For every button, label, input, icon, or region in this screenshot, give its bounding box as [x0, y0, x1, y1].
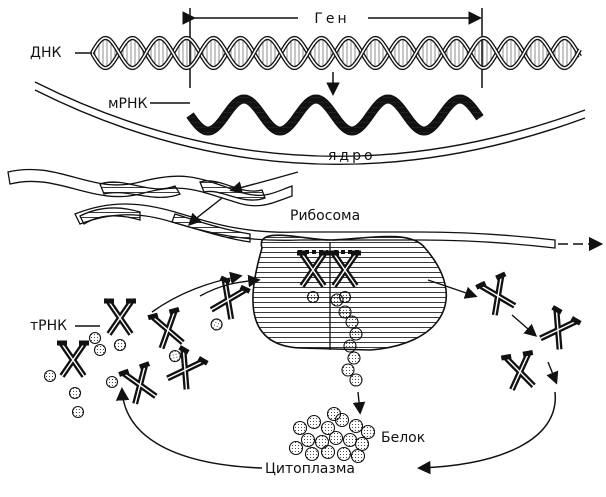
protein-cluster — [288, 406, 376, 464]
protein-label: Белок — [381, 430, 425, 446]
free-amino-acid — [68, 386, 82, 400]
mrna-export-arrow-1 — [229, 171, 299, 194]
chain-amino-acid — [349, 327, 363, 341]
protein-amino-acid — [320, 444, 336, 460]
gene-bracket — [182, 8, 483, 88]
protein-amino-acid — [336, 446, 352, 462]
protein-amino-acid — [348, 418, 364, 434]
trna-out-arrow-2 — [511, 314, 538, 337]
cytoplasm-label: Цитоплазма — [265, 461, 355, 477]
protein-amino-acid — [288, 440, 304, 456]
protein-amino-acid — [300, 432, 316, 448]
nucleus-label: ядро — [328, 148, 376, 164]
protein-amino-acid — [328, 430, 344, 446]
trna-molecule — [166, 345, 209, 390]
trna-in-arrow-2 — [199, 274, 261, 297]
protein-amino-acid — [342, 432, 358, 448]
polypeptide-chain — [330, 293, 363, 387]
chain-amino-acid — [347, 351, 361, 365]
protein-amino-acid — [306, 414, 322, 430]
trna-molecule — [118, 361, 158, 405]
trna-out-arrow — [427, 279, 478, 299]
chain-amino-acid — [338, 305, 352, 319]
chain-amino-acid — [345, 315, 359, 329]
dna-helix — [90, 35, 582, 71]
protein-arrow — [352, 391, 366, 415]
amino-acid — [113, 338, 127, 352]
trna-molecule — [57, 340, 89, 378]
trna-pool-right — [475, 271, 582, 391]
free-amino-acid — [43, 369, 57, 383]
free-amino-acid — [105, 375, 119, 389]
protein-amino-acid — [320, 420, 336, 436]
chain-amino-acid — [349, 373, 363, 387]
ribosome — [252, 234, 447, 351]
ribosome-label: Рибосома — [290, 208, 360, 224]
trna-molecule — [539, 305, 582, 350]
free-amino-acids — [43, 331, 119, 419]
gene-label: Ген — [314, 11, 349, 27]
protein-amino-acid — [360, 424, 376, 440]
protein-amino-acid — [326, 406, 342, 422]
amino-acid — [168, 350, 182, 363]
trna-molecule — [147, 307, 185, 363]
amino-acid — [210, 318, 223, 331]
trna-molecule — [104, 298, 136, 352]
protein-amino-acid — [350, 448, 366, 464]
protein-amino-acid — [354, 436, 370, 452]
free-amino-acid — [88, 331, 102, 345]
chain-amino-acid — [341, 363, 355, 377]
mrna-label: мРНК — [108, 96, 148, 112]
cytoplasm-return-arrow-2 — [115, 387, 263, 469]
mrna-strand — [150, 94, 484, 136]
trna-out-arrow-3 — [546, 361, 559, 385]
amino-acid — [306, 290, 320, 304]
trna-molecule — [209, 275, 251, 331]
free-amino-acid — [71, 405, 85, 419]
cytoplasm-return-arrow — [417, 391, 556, 475]
protein-amino-acid — [292, 420, 308, 436]
mrna-export-arrow-2 — [188, 197, 223, 226]
trna-molecule — [475, 271, 517, 316]
dna-label: ДНК — [30, 45, 61, 61]
trna-on-ribosome — [297, 250, 362, 304]
trna-in-arrow — [151, 271, 243, 313]
trna-label: тРНК — [30, 318, 67, 334]
free-amino-acid — [93, 343, 107, 357]
trna-pool-left — [57, 275, 251, 405]
protein-amino-acid — [304, 446, 320, 462]
nuclear-membrane — [34, 81, 586, 166]
mrna-export-ribbon — [7, 168, 293, 207]
chain-amino-acid — [330, 293, 344, 307]
chain-amino-acid — [343, 339, 357, 353]
trna-molecule — [500, 350, 536, 391]
